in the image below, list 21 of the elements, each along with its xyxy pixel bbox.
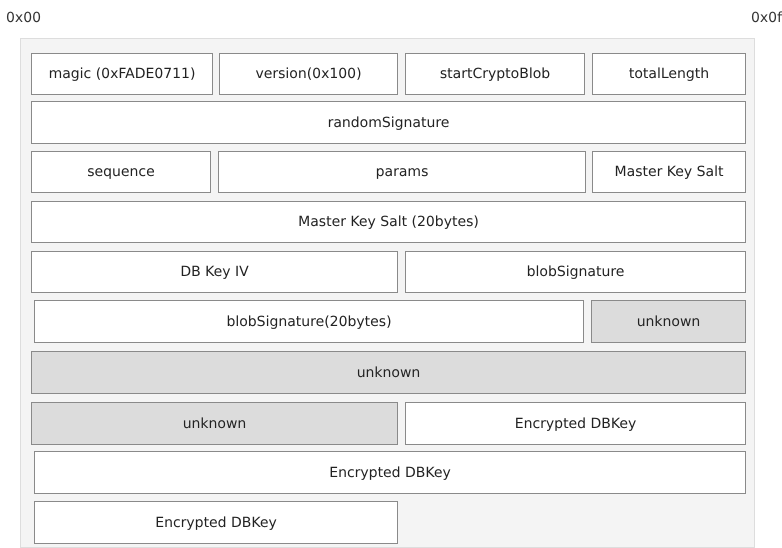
field-cell: Master Key Salt <box>592 151 746 193</box>
field-cell: Encrypted DBKey <box>405 402 746 445</box>
field-cell: sequence <box>31 151 211 193</box>
field-cell: DB Key IV <box>31 251 398 293</box>
field-cell: totalLength <box>592 53 746 95</box>
panel-background <box>20 38 755 548</box>
field-cell: blobSignature <box>405 251 746 293</box>
offset-label: 0x0f <box>750 10 782 26</box>
unknown-field-cell: unknown <box>31 351 746 394</box>
field-cell: Master Key Salt (20bytes) <box>31 201 746 243</box>
field-cell: version(0x100) <box>219 53 398 95</box>
field-cell: randomSignature <box>31 101 746 144</box>
field-cell: Encrypted DBKey <box>34 451 746 494</box>
field-cell: blobSignature(20bytes) <box>34 300 584 343</box>
field-cell: params <box>218 151 586 193</box>
unknown-field-cell: unknown <box>31 402 398 445</box>
field-cell: Encrypted DBKey <box>34 501 398 544</box>
field-cell: magic (0xFADE0711) <box>31 53 213 95</box>
field-cell: startCryptoBlob <box>405 53 585 95</box>
unknown-field-cell: unknown <box>591 300 746 343</box>
offset-label: 0x00 <box>6 10 42 26</box>
